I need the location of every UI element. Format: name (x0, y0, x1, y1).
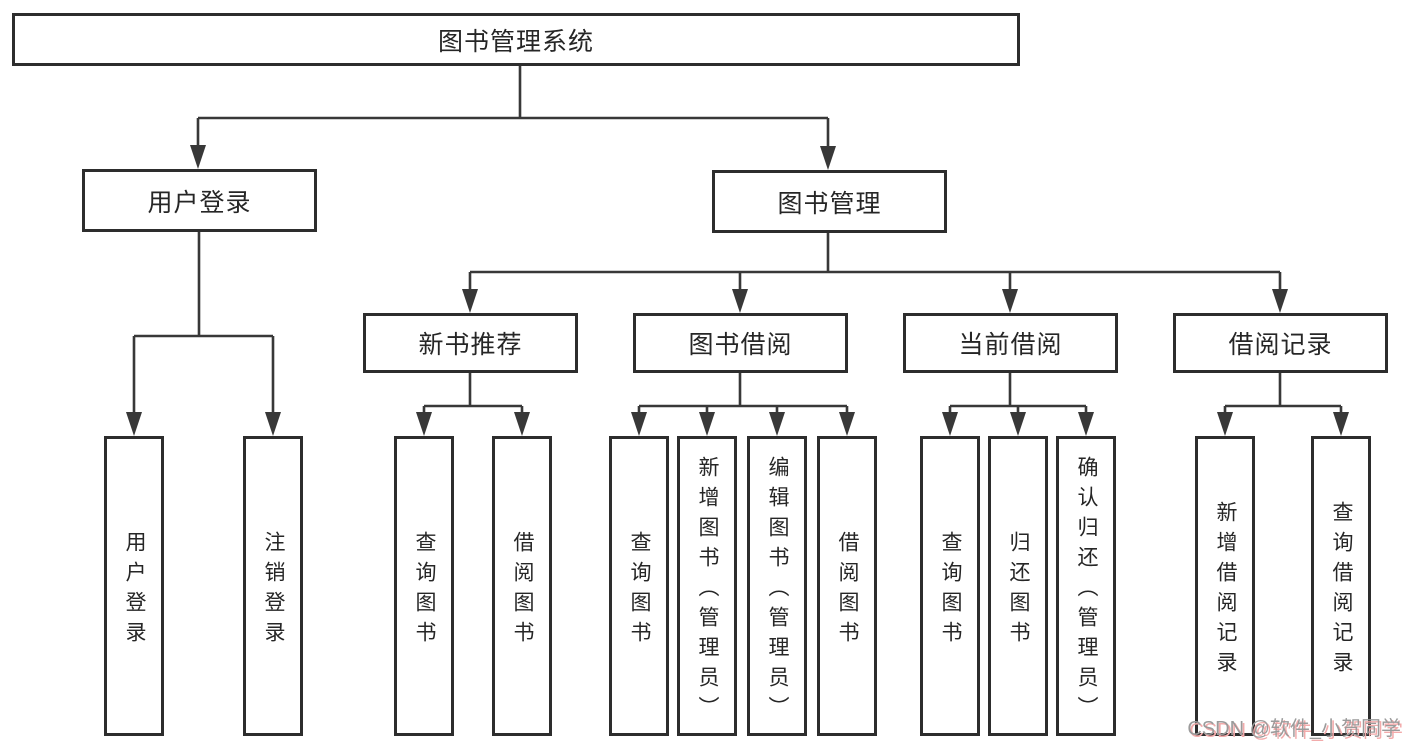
node-query-books-1-label: 查询图书 (413, 530, 436, 651)
node-book-management: 图书管理 (712, 170, 947, 233)
node-root: 图书管理系统 (12, 13, 1020, 66)
node-query-books-2: 查询图书 (609, 436, 669, 736)
node-borrow-records: 借阅记录 (1173, 313, 1388, 373)
node-confirm-return-admin-label: 确认归还（管理员） (1075, 455, 1098, 726)
node-logout-leaf: 注销登录 (243, 436, 303, 736)
node-query-books-3: 查询图书 (920, 436, 980, 736)
node-logout-leaf-label: 注销登录 (262, 530, 285, 651)
arrowheads (126, 145, 1349, 436)
node-borrow-books-1-label: 借阅图书 (511, 530, 534, 651)
node-query-books-2-label: 查询图书 (628, 530, 651, 651)
node-query-borrow-record: 查询借阅记录 (1311, 436, 1371, 736)
node-edit-books-admin-label: 编辑图书（管理员） (766, 455, 789, 726)
node-book-borrow: 图书借阅 (633, 313, 848, 373)
node-new-book-recommend: 新书推荐 (363, 313, 578, 373)
node-root-label: 图书管理系统 (437, 27, 594, 56)
node-borrow-books-2-label: 借阅图书 (836, 530, 859, 651)
node-add-books-admin: 新增图书（管理员） (677, 436, 737, 736)
node-user-login: 用户登录 (82, 169, 317, 232)
node-new-book-recommend-label: 新书推荐 (418, 331, 523, 359)
node-add-borrow-record: 新增借阅记录 (1195, 436, 1255, 736)
node-user-login-label: 用户登录 (147, 188, 252, 217)
node-add-borrow-record-label: 新增借阅记录 (1214, 500, 1237, 681)
node-current-borrow: 当前借阅 (903, 313, 1118, 373)
node-return-books-label: 归还图书 (1007, 530, 1030, 651)
node-edit-books-admin: 编辑图书（管理员） (747, 436, 807, 736)
node-return-books: 归还图书 (988, 436, 1048, 736)
node-borrow-books-1: 借阅图书 (492, 436, 552, 736)
node-borrow-records-label: 借阅记录 (1228, 331, 1333, 359)
node-book-management-label: 图书管理 (777, 189, 882, 218)
node-user-login-leaf-label: 用户登录 (123, 530, 146, 651)
node-query-books-1: 查询图书 (394, 436, 454, 736)
watermark: CSDN @软件_小贺同学 (1187, 718, 1401, 740)
node-current-borrow-label: 当前借阅 (958, 331, 1063, 359)
node-borrow-books-2: 借阅图书 (817, 436, 877, 736)
node-confirm-return-admin: 确认归还（管理员） (1056, 436, 1116, 736)
node-query-borrow-record-label: 查询借阅记录 (1330, 500, 1353, 681)
node-add-books-admin-label: 新增图书（管理员） (696, 455, 719, 726)
node-query-books-3-label: 查询图书 (939, 530, 962, 651)
node-book-borrow-label: 图书借阅 (688, 331, 793, 359)
node-user-login-leaf: 用户登录 (104, 436, 164, 736)
